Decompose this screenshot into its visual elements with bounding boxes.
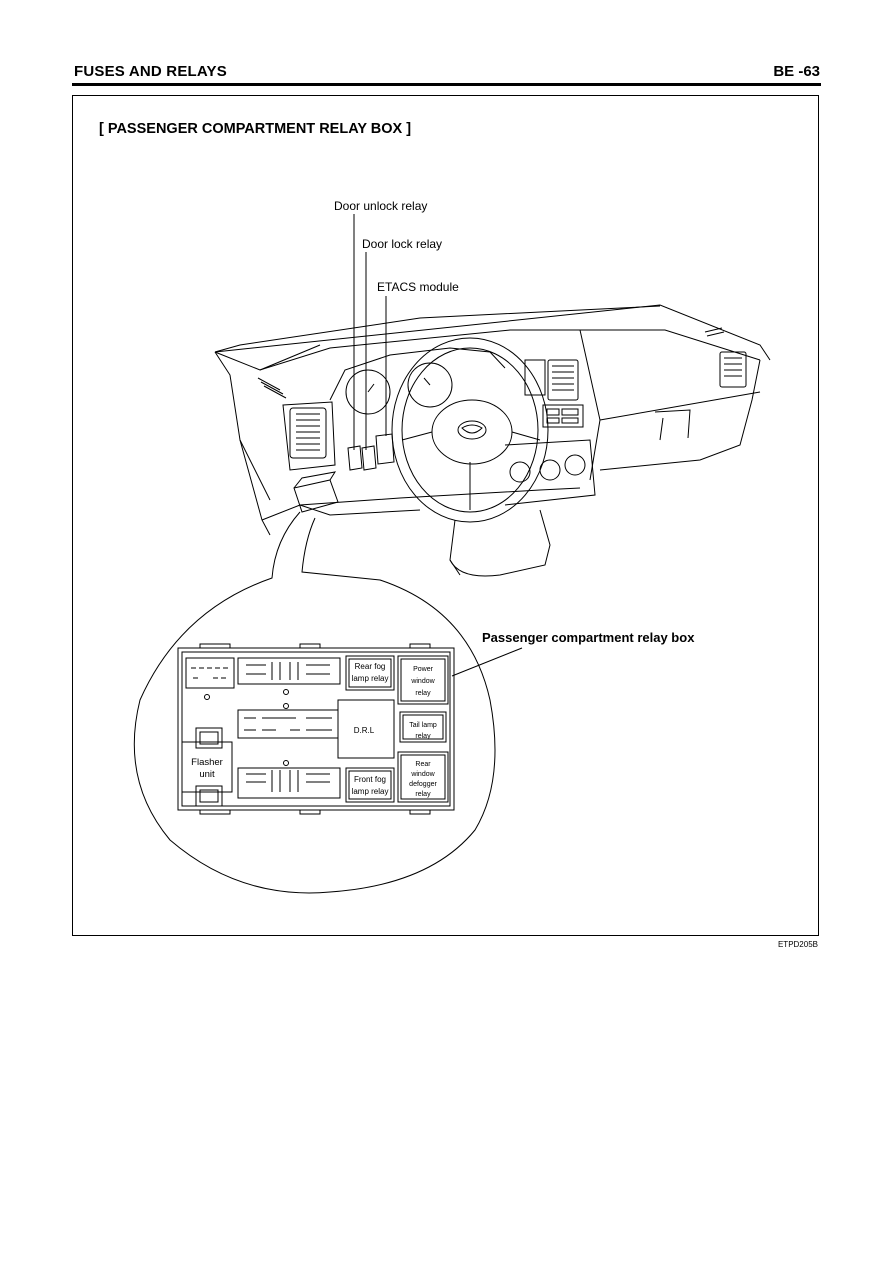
front-fog-label-1: Front fog [354, 775, 386, 784]
flasher-label-1: Flasher [191, 757, 223, 768]
rear-fog-label-2: lamp relay [352, 674, 389, 683]
rear-defogger-label-1: Rear [415, 761, 431, 768]
door-lock-label: Door lock relay [362, 237, 442, 251]
relay-box-drawing [177, 643, 455, 815]
zoom-bubble [133, 511, 496, 894]
tail-lamp-label-2: relay [415, 733, 431, 740]
rear-defogger-label-4: relay [415, 791, 431, 798]
power-window-label-1: Power [413, 666, 434, 673]
page-number: BE -63 [773, 63, 820, 80]
power-window-label-2: window [410, 678, 435, 685]
door-unlock-label: Door unlock relay [334, 199, 427, 213]
tail-lamp-label-1: Tail lamp [409, 722, 437, 729]
leader-lines [353, 214, 387, 450]
figure-frame [72, 95, 819, 936]
header-rule [72, 83, 821, 86]
relay-box-label: Passenger compartment relay box [482, 630, 695, 645]
relay-box-leader [451, 647, 523, 677]
front-fog-label-2: lamp relay [352, 787, 389, 796]
rear-defogger-label-2: window [410, 771, 435, 778]
drl-label: D.R.L [354, 726, 375, 735]
dashboard-drawing [214, 304, 771, 577]
section-header: FUSES AND RELAYS [74, 63, 227, 80]
flasher-label-2: unit [199, 769, 215, 780]
figure-title: [ PASSENGER COMPARTMENT RELAY BOX ] [99, 121, 412, 137]
power-window-label-3: relay [415, 690, 431, 697]
figure-code: ETPD205B [777, 940, 818, 949]
rear-defogger-label-3: defogger [409, 781, 437, 788]
etacs-label: ETACS module [377, 280, 459, 294]
rear-fog-label-1: Rear fog [355, 662, 386, 671]
